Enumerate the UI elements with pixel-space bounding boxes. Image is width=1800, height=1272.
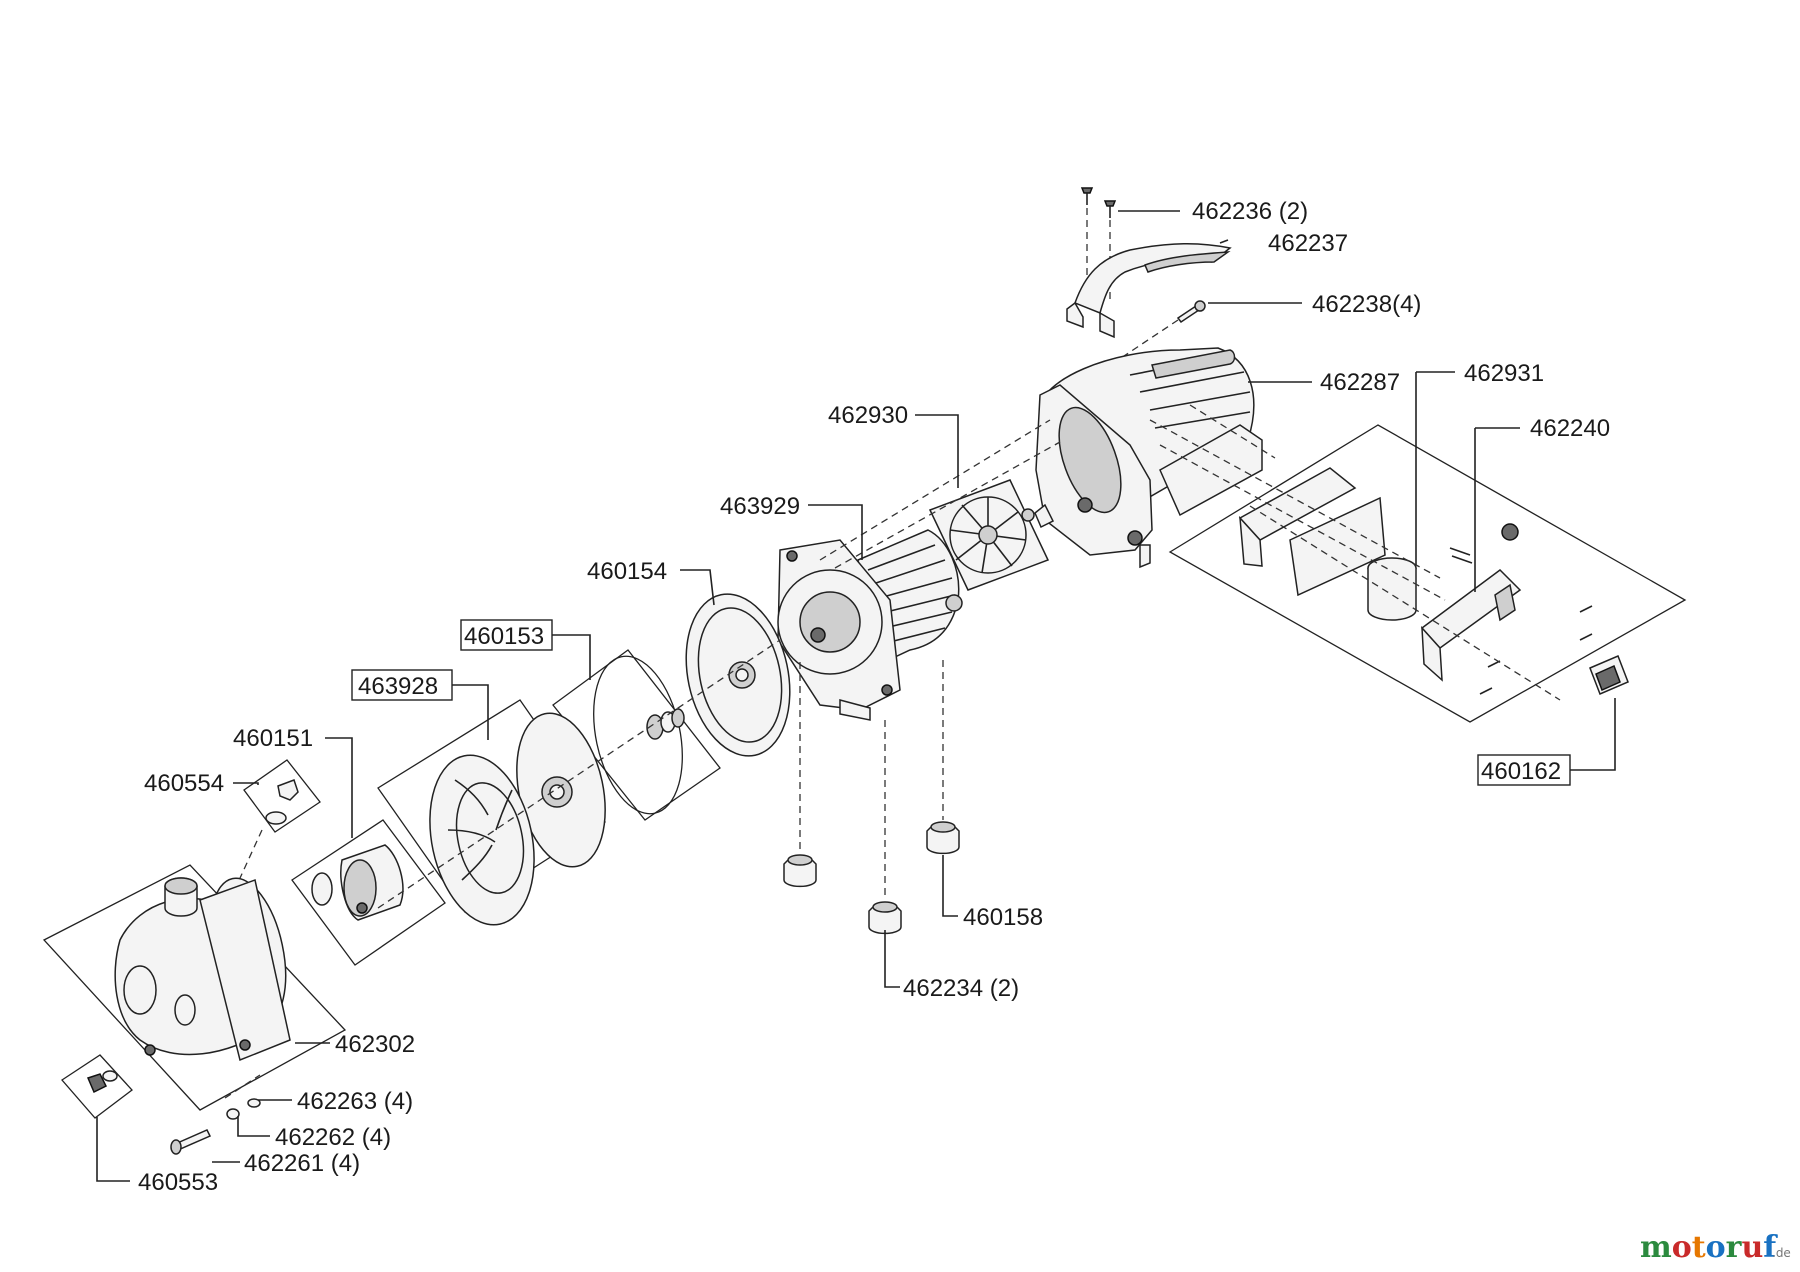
label-460153: 460153 xyxy=(464,623,544,650)
seal-plate xyxy=(685,593,791,757)
svg-text:.de: .de xyxy=(1772,1246,1791,1260)
label-460554: 460554 xyxy=(144,770,224,797)
label-462238: 462238(4) xyxy=(1312,291,1421,318)
assembly-axes xyxy=(377,404,1561,909)
label-460151: 460151 xyxy=(233,725,313,752)
label-460154: 460154 xyxy=(587,558,667,585)
label-462930: 462930 xyxy=(828,402,908,429)
housing-bolts xyxy=(170,1074,261,1155)
pump-housing-group xyxy=(42,864,347,1111)
label-460553: 460553 xyxy=(138,1169,218,1196)
label-462931: 462931 xyxy=(1464,360,1544,387)
label-462261: 462261 (4) xyxy=(244,1150,360,1177)
carry-handle xyxy=(1066,242,1232,339)
motor-stator xyxy=(777,529,963,721)
label-460158: 460158 xyxy=(963,904,1043,931)
power-switch xyxy=(1589,655,1629,695)
watermark-logo: motoruf .de xyxy=(1640,1230,1791,1265)
valve-group xyxy=(229,759,321,901)
label-frames xyxy=(351,619,1571,786)
label-463928: 463928 xyxy=(358,673,438,700)
label-462263: 462263 (4) xyxy=(297,1088,413,1115)
ejector-group xyxy=(291,819,446,966)
label-460162: 460162 xyxy=(1481,758,1561,785)
leader-lines xyxy=(96,210,1616,1182)
part-labels: 462236 (2) 462237 462238(4) 462287 46293… xyxy=(138,198,1610,1196)
cooling-fan xyxy=(928,479,1050,591)
label-462237: 462237 xyxy=(1268,230,1348,257)
svg-text:motoruf: motoruf xyxy=(1640,1230,1778,1265)
label-462302: 462302 xyxy=(335,1031,415,1058)
motor-housing xyxy=(1034,347,1263,569)
label-462240: 462240 xyxy=(1530,415,1610,442)
label-462234: 462234 (2) xyxy=(903,975,1019,1002)
drain-plug-group xyxy=(61,1054,133,1119)
label-462287: 462287 xyxy=(1320,369,1400,396)
impeller-group xyxy=(377,699,606,926)
label-462262: 462262 (4) xyxy=(275,1124,391,1151)
label-462236: 462236 (2) xyxy=(1192,198,1308,225)
rubber-feet xyxy=(783,660,960,935)
label-463929: 463929 xyxy=(720,493,800,520)
handle-mount-screw xyxy=(1084,300,1206,383)
